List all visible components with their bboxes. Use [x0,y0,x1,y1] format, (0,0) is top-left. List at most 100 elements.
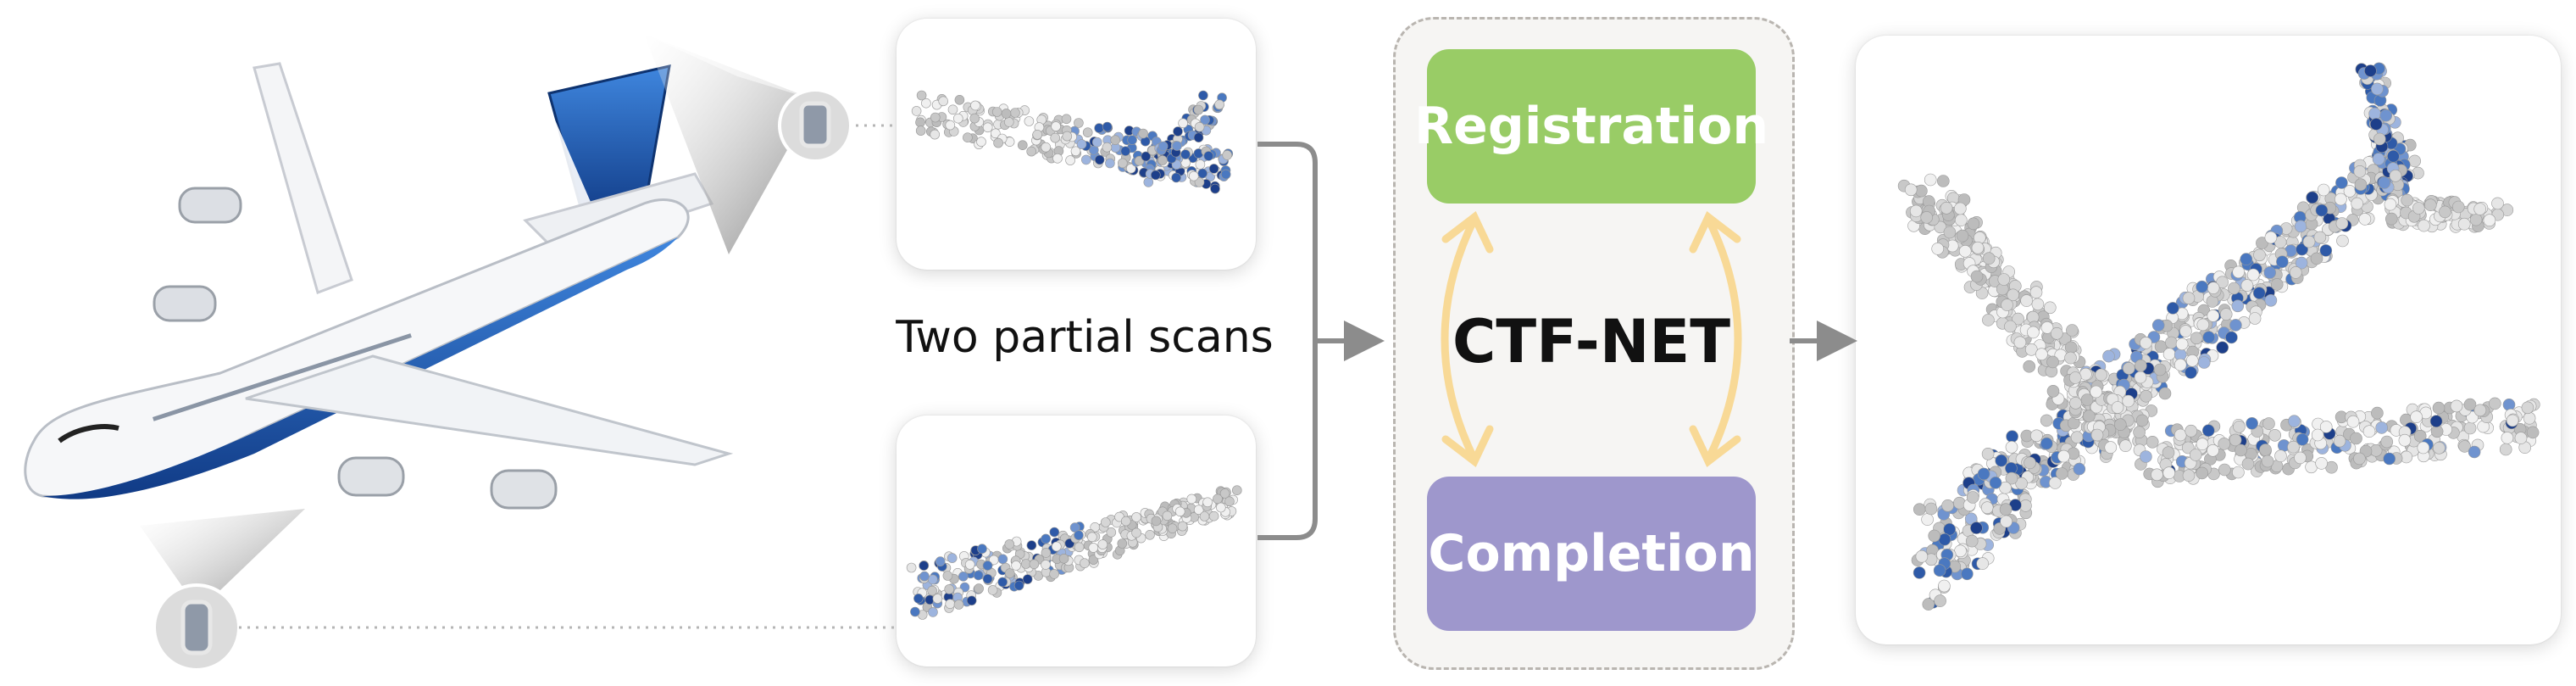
point [1005,568,1015,578]
point [2311,428,2324,442]
point [1958,244,1972,258]
point [1013,580,1024,591]
point [1026,146,1036,157]
point [1173,126,1183,137]
point [2027,326,2040,339]
point [982,561,993,571]
point [1913,503,1926,516]
point [2005,471,2018,485]
point [993,137,1003,148]
point [2000,515,2012,528]
point [2232,265,2245,279]
point [2122,394,2135,408]
point [2135,359,2147,372]
point [2389,170,2402,182]
point [2336,234,2349,248]
point [1943,522,1956,536]
point [2182,292,2196,304]
point [1214,99,1224,110]
point [2241,457,2255,471]
point [2432,401,2446,415]
point [2294,220,2307,233]
point [2179,325,2192,337]
point [1977,467,1990,481]
point [2229,319,2242,332]
point [2146,435,2159,449]
point [1118,158,1128,169]
point [2015,477,2028,490]
point [2231,299,2245,313]
point [1194,177,1205,187]
point [2189,449,2202,461]
point [2001,298,2013,311]
point [1997,273,2011,286]
point [2104,441,2118,454]
point [2140,337,2152,349]
point [2102,349,2115,363]
point [2079,367,2092,381]
point [2020,294,2033,307]
point [1177,521,1188,532]
point [2263,266,2276,279]
point [1200,114,1210,125]
point [2162,466,2175,480]
point [2523,411,2536,425]
point [916,90,927,101]
point [2313,231,2327,244]
point [2040,437,2053,450]
point [2111,401,2124,414]
point [2151,468,2163,482]
point [1981,447,1995,460]
point [2207,282,2220,294]
point [1032,130,1042,140]
point [1022,574,1033,584]
point [2095,368,2107,382]
point [2153,363,2167,376]
point [1041,533,1051,544]
point [2162,348,2176,360]
point [2182,469,2196,482]
point [1041,560,1051,570]
point [1938,579,1951,593]
point [1061,114,1072,125]
point [1971,241,1985,254]
point [2387,149,2400,163]
point [2174,358,2187,371]
point [1193,132,1204,142]
point [1219,488,1230,499]
point [2384,198,2397,211]
point [1029,559,1040,570]
point [944,584,954,594]
point [932,594,943,604]
point [2333,434,2346,448]
point [2502,398,2516,411]
point [2066,324,2079,337]
point [2514,432,2528,444]
point [2029,286,2043,299]
point [1049,527,1060,538]
point [1193,104,1204,115]
point [1001,109,1012,119]
point [966,595,977,606]
point [1955,214,1968,226]
completion-block: Completion [1427,477,1756,631]
point [911,106,922,116]
point [1050,132,1060,143]
point [1224,496,1235,507]
point [2185,366,2197,379]
point [1143,177,1154,187]
point [2295,256,2308,270]
completed-point-cloud [1897,62,2540,611]
point [1924,173,1937,187]
point [2315,204,2329,217]
point [1934,594,1946,607]
point [2083,410,2096,422]
point [2408,154,2421,168]
point [2353,165,2367,178]
point [921,98,931,109]
point [2135,414,2149,427]
point [1194,122,1205,132]
point [2369,118,2383,131]
point [915,125,926,136]
right-bidirectional-arrow [1689,211,1742,467]
